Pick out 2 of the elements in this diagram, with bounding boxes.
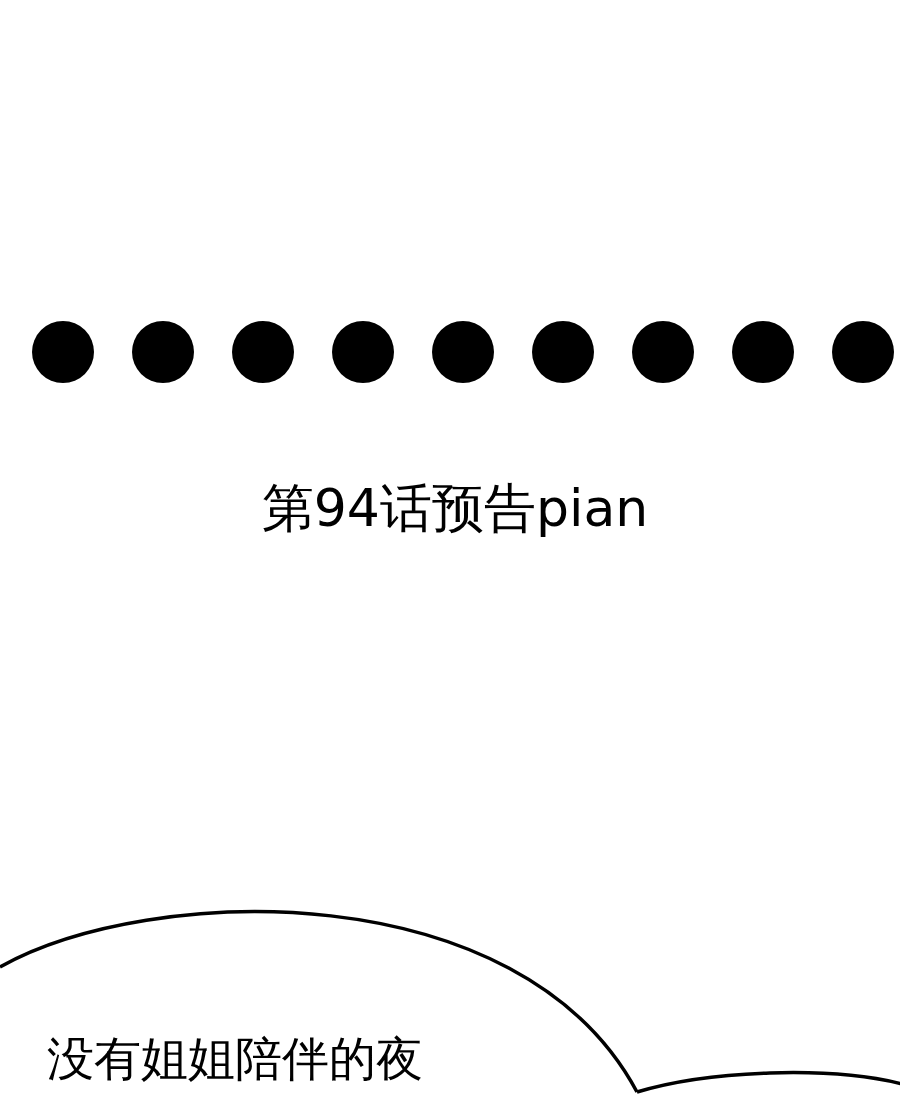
speech-text: 没有姐姐陪伴的夜 <box>47 1030 423 1088</box>
title: 第94话预告pian <box>260 477 650 540</box>
